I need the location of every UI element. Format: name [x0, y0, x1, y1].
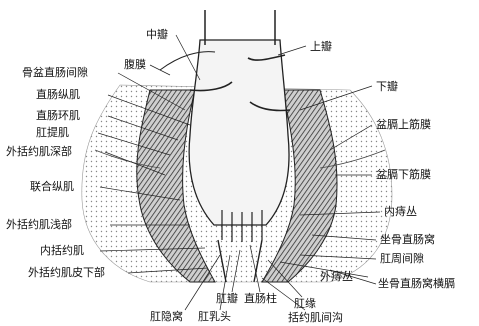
label-anal-valve: 肛瓣: [216, 292, 238, 305]
label-intersphincteric-groove: 括约肌间沟: [288, 311, 343, 324]
label-ext-sphincter-superficial: 外括约肌浅部: [6, 218, 72, 231]
label-middle-valve: 中瓣: [146, 28, 168, 41]
label-int-sphincter: 内括约肌: [40, 244, 84, 257]
label-ext-sphincter-subcutaneous: 外括约肌皮下部: [28, 266, 105, 279]
label-pelvirectal-space: 骨盆直肠间隙: [22, 66, 88, 79]
label-inf-pelvic-fascia: 盆膈下筋膜: [376, 168, 431, 181]
label-longitudinal-muscle: 直肠纵肌: [36, 88, 80, 101]
label-sup-pelvic-fascia: 盆膈上筋膜: [376, 118, 431, 131]
label-conjoined-longitudinal: 联合纵肌: [30, 180, 74, 193]
label-anal-verge: 肛缘: [294, 297, 316, 310]
label-levator-ani: 肛提肌: [36, 126, 69, 139]
label-lower-valve: 下瓣: [376, 80, 398, 93]
label-upper-valve: 上瓣: [310, 40, 332, 53]
label-ischiorectal-fossa: 坐骨直肠窝: [380, 233, 435, 246]
label-int-hemorrhoid-plexus: 内痔丛: [384, 205, 417, 218]
label-circular-muscle: 直肠环肌: [36, 109, 80, 122]
label-anal-crypt: 肛隐窝: [150, 310, 183, 323]
label-ext-hemorrhoid-plexus: 外痔丛: [320, 270, 353, 283]
rectal-lumen: [189, 40, 289, 225]
label-ext-sphincter-deep: 外括约肌深部: [6, 145, 72, 158]
label-anal-papilla: 肛乳头: [198, 310, 231, 323]
label-peritoneum: 腹膜: [124, 58, 146, 71]
label-ischiorectal-fossa-septum: 坐骨直肠窝横膈: [378, 277, 455, 290]
label-perianal-space: 肛周间隙: [380, 252, 424, 265]
label-rectal-column: 直肠柱: [244, 292, 277, 305]
